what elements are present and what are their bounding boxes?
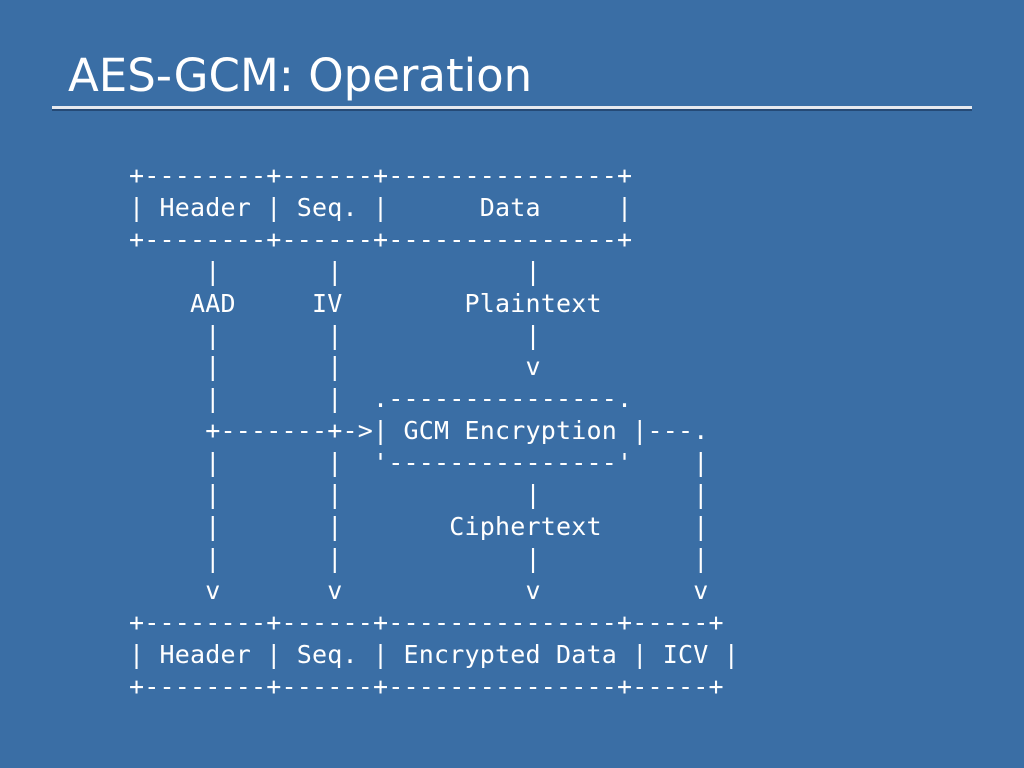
flow-line: | | | (129, 256, 541, 286)
output-packet-top-border: +--------+------+---------------+-----+ (129, 607, 724, 637)
output-packet-bottom-border: +--------+------+---------------+-----+ (129, 671, 724, 701)
gcm-box-bottom: | | '---------------' | (129, 448, 709, 478)
output-arrows: v v v v (129, 575, 709, 605)
input-labels: AAD IV Plaintext (129, 288, 602, 318)
title-divider (52, 106, 972, 109)
slide-title: AES-GCM: Operation (68, 49, 533, 102)
flow-line: | | | | (129, 543, 709, 573)
gcm-box-top: | | .---------------. (129, 384, 633, 414)
output-packet-fields: | Header | Seq. | Encrypted Data | ICV | (129, 639, 740, 669)
flow-line: | | | | (129, 480, 709, 510)
gcm-encryption-box: +-------+->| GCM Encryption |---. (129, 416, 709, 446)
flow-line: | | | (129, 320, 541, 350)
plaintext-arrow: | | v (129, 352, 541, 382)
input-packet-fields: | Header | Seq. | Data | (129, 192, 633, 222)
aes-gcm-diagram: +--------+------+---------------+| Heade… (129, 160, 739, 702)
input-packet-bottom-border: +--------+------+---------------+ (129, 224, 633, 254)
ciphertext-label: | | Ciphertext | (129, 511, 709, 541)
input-packet-top-border: +--------+------+---------------+ (129, 161, 633, 190)
